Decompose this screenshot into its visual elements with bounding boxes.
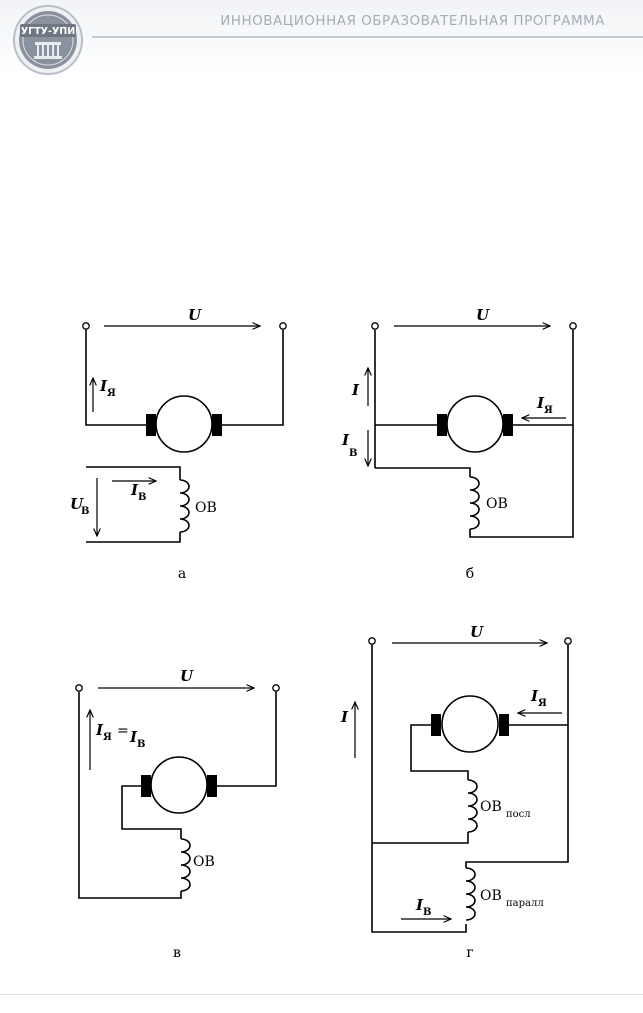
armature xyxy=(150,756,208,814)
caption-v: в xyxy=(173,945,181,961)
field-current-sub: В xyxy=(138,492,146,503)
terminal-left xyxy=(82,322,90,330)
schematic-g: U ОВ посл ОВ паралл I I Я I В г xyxy=(340,623,572,961)
footer-rule xyxy=(0,994,643,995)
field-current-sub: В xyxy=(137,739,145,750)
series-wire xyxy=(121,785,182,839)
series-field-label: ОВ xyxy=(480,799,502,815)
brush-left xyxy=(431,714,441,736)
field-current-label: I xyxy=(415,896,424,914)
voltage-label: U xyxy=(476,306,490,324)
armature-current-sub: Я xyxy=(544,405,553,416)
field-current-sub: В xyxy=(423,907,431,918)
header-band xyxy=(0,0,643,76)
field-winding-coil xyxy=(180,838,191,892)
caption-g: г xyxy=(466,945,473,961)
right-rail xyxy=(469,330,574,538)
voltage-label: U xyxy=(188,306,202,324)
field-voltage-label: U xyxy=(70,495,84,513)
voltage-label: U xyxy=(180,667,194,685)
armature-current-sub: Я xyxy=(538,698,547,709)
field-winding-label: ОВ xyxy=(486,496,508,512)
armature xyxy=(155,395,213,453)
armature-current-label: I xyxy=(95,721,104,739)
field-current-label: I xyxy=(341,431,350,449)
terminal-right xyxy=(564,637,572,645)
line-current-label: I xyxy=(340,708,349,726)
armature xyxy=(446,395,504,453)
armature-current-label: I xyxy=(530,687,539,705)
terminal-left xyxy=(371,322,379,330)
brush-right xyxy=(499,714,509,736)
field-wire-bottom xyxy=(86,532,181,543)
armature-current-sub: Я xyxy=(103,732,112,743)
armature-current-label: I xyxy=(536,394,545,412)
header-rule xyxy=(92,36,643,38)
armature-wire-right xyxy=(214,692,277,787)
brush-right xyxy=(503,414,513,436)
page-header: ИННОВАЦИОННАЯ ОБРАЗОВАТЕЛЬНАЯ ПРОГРАММА … xyxy=(0,0,643,80)
brush-left xyxy=(146,414,156,436)
terminal-left xyxy=(75,684,83,692)
line-current-label: I xyxy=(351,381,360,399)
parallel-field-sub: паралл xyxy=(506,898,544,909)
schematic-v: U ОВ I Я = I В в xyxy=(75,667,280,961)
field-wire-top xyxy=(86,466,181,480)
series-wire-top xyxy=(410,724,469,780)
armature-wire-right xyxy=(221,330,284,426)
schematic-b: U ОВ I I В I Я б xyxy=(341,306,577,582)
logo-text: УГТУ-УПИ xyxy=(21,26,75,37)
field-current-sub: В xyxy=(349,448,357,459)
brush-right xyxy=(207,775,217,797)
terminal-right xyxy=(272,684,280,692)
left-rail xyxy=(371,645,467,933)
series-field-sub: посл xyxy=(506,809,531,820)
parallel-field-coil xyxy=(465,867,476,921)
field-winding-label: ОВ xyxy=(193,854,215,870)
series-field-coil xyxy=(467,779,478,833)
series-wire-bottom xyxy=(372,832,469,844)
program-title: ИННОВАЦИОННАЯ ОБРАЗОВАТЕЛЬНАЯ ПРОГРАММА xyxy=(220,13,605,29)
brush-left xyxy=(141,775,151,797)
caption-a: а xyxy=(178,566,186,582)
schematic-a: U I Я I В U В ОВ а xyxy=(70,306,287,582)
armature-wire-left xyxy=(85,330,147,426)
brush-right xyxy=(212,414,222,436)
armature-current-sub: Я xyxy=(107,388,116,399)
field-current-label: I xyxy=(130,481,139,499)
caption-b: б xyxy=(466,566,474,582)
university-logo: УГТУ-УПИ xyxy=(13,5,83,75)
right-rail xyxy=(465,645,569,868)
field-voltage-sub: В xyxy=(81,506,89,517)
equals-sign: = xyxy=(117,723,129,739)
field-winding-coil xyxy=(469,476,480,530)
parallel-field-label: ОВ xyxy=(480,888,502,904)
armature-current-label: I xyxy=(99,377,108,395)
field-winding-coil xyxy=(179,479,190,533)
left-return-wire xyxy=(78,692,182,899)
terminal-right xyxy=(279,322,287,330)
terminal-right xyxy=(569,322,577,330)
armature xyxy=(441,695,499,753)
voltage-label: U xyxy=(470,623,484,641)
terminal-left xyxy=(368,637,376,645)
brush-left xyxy=(437,414,447,436)
field-winding-label: ОВ xyxy=(195,500,217,516)
field-current-label: I xyxy=(129,728,138,746)
field-wire-top xyxy=(375,467,471,477)
